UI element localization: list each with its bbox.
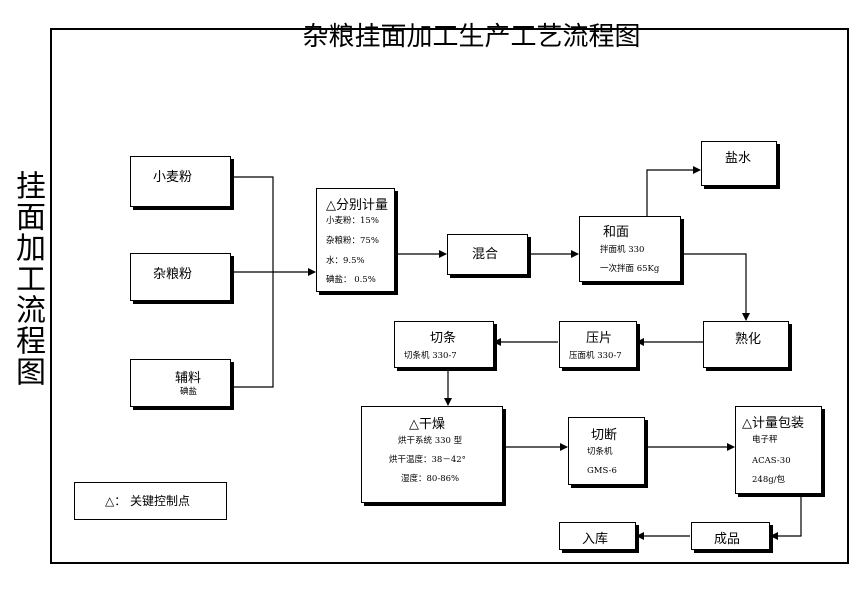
node-label: 入库	[582, 532, 609, 547]
diagram-title: 杂粮挂面加工生产工艺流程图	[302, 22, 641, 52]
node-label: 压片	[586, 331, 613, 346]
side-title: 挂面加工流程图	[10, 170, 45, 387]
node-label: △干燥	[409, 417, 445, 432]
node-brine[interactable]: 盐水	[701, 141, 777, 186]
node-label: 切断	[591, 428, 618, 443]
node-line: 拌面机 330	[600, 245, 645, 255]
node-mix[interactable]: 混合	[447, 234, 528, 275]
node-line: 碘盐： 0.5%	[326, 275, 376, 285]
node-label: △计量包装	[742, 416, 804, 431]
node-knead[interactable]: 和面 拌面机 330 一次拌面 65Kg	[579, 216, 681, 282]
node-measure[interactable]: △分别计量 小麦粉：15% 杂粮粉：75% 水：9.5% 碘盐： 0.5%	[316, 188, 395, 292]
node-line: 电子秤	[752, 435, 778, 445]
wire-pack-product	[770, 494, 802, 540]
node-label: 切条	[430, 331, 457, 346]
wire-knead-brine	[646, 166, 701, 216]
node-sub: 碘盐	[180, 387, 198, 397]
node-line: 杂粮粉：75%	[326, 236, 379, 246]
node-label: 辅料	[175, 371, 202, 386]
node-cut-strip[interactable]: 切条 切条机 330-7	[394, 321, 494, 368]
node-dry[interactable]: △干燥 烘干系统 330 型 烘干温度：38－42° 湿度：80-86%	[361, 406, 503, 503]
node-mature[interactable]: 熟化	[703, 321, 789, 368]
node-grain-flour: 杂粮粉	[130, 253, 231, 301]
node-sub: 切条机 330-7	[404, 351, 457, 361]
node-pack[interactable]: △计量包装 电子秤 ACAS-30 248g/包	[735, 406, 822, 494]
node-line: ACAS-30	[752, 456, 791, 466]
node-line: 一次拌面 65Kg	[600, 264, 660, 274]
node-label: 混合	[472, 247, 499, 262]
wire-wheat	[231, 176, 274, 388]
node-label: 小麦粉	[153, 170, 193, 185]
node-sub: 压面机 330-7	[569, 351, 622, 361]
node-line: 烘干系统 330 型	[398, 436, 463, 446]
node-label: 盐水	[725, 151, 752, 166]
node-wheat-flour: 小麦粉	[130, 156, 231, 207]
node-label: 杂粮粉	[153, 267, 193, 282]
node-label: △分别计量	[326, 198, 388, 213]
node-storage[interactable]: 入库	[559, 522, 636, 550]
node-auxiliary: 辅料 碘盐	[130, 359, 231, 407]
node-cut-off[interactable]: 切断 切条机 GMS-6	[568, 417, 645, 485]
node-press[interactable]: 压片 压面机 330-7	[559, 321, 637, 368]
node-line: 水：9.5%	[326, 256, 365, 266]
node-line: 248g/包	[752, 475, 786, 485]
node-line: 小麦粉：15%	[326, 216, 379, 226]
node-label: 成品	[714, 532, 741, 547]
legend-text: △： 关键控制点	[105, 494, 191, 508]
node-line: 烘干温度：38－42°	[389, 455, 466, 465]
legend-box: △： 关键控制点	[74, 482, 227, 520]
node-label: 熟化	[735, 332, 762, 347]
node-line: 湿度：80-86%	[401, 474, 460, 484]
wire-knead-mature	[681, 253, 750, 321]
node-line: 切条机	[587, 447, 613, 457]
diagram-frame	[50, 28, 849, 564]
node-product[interactable]: 成品	[691, 522, 770, 550]
node-label: 和面	[603, 225, 630, 240]
node-line: GMS-6	[587, 466, 617, 476]
